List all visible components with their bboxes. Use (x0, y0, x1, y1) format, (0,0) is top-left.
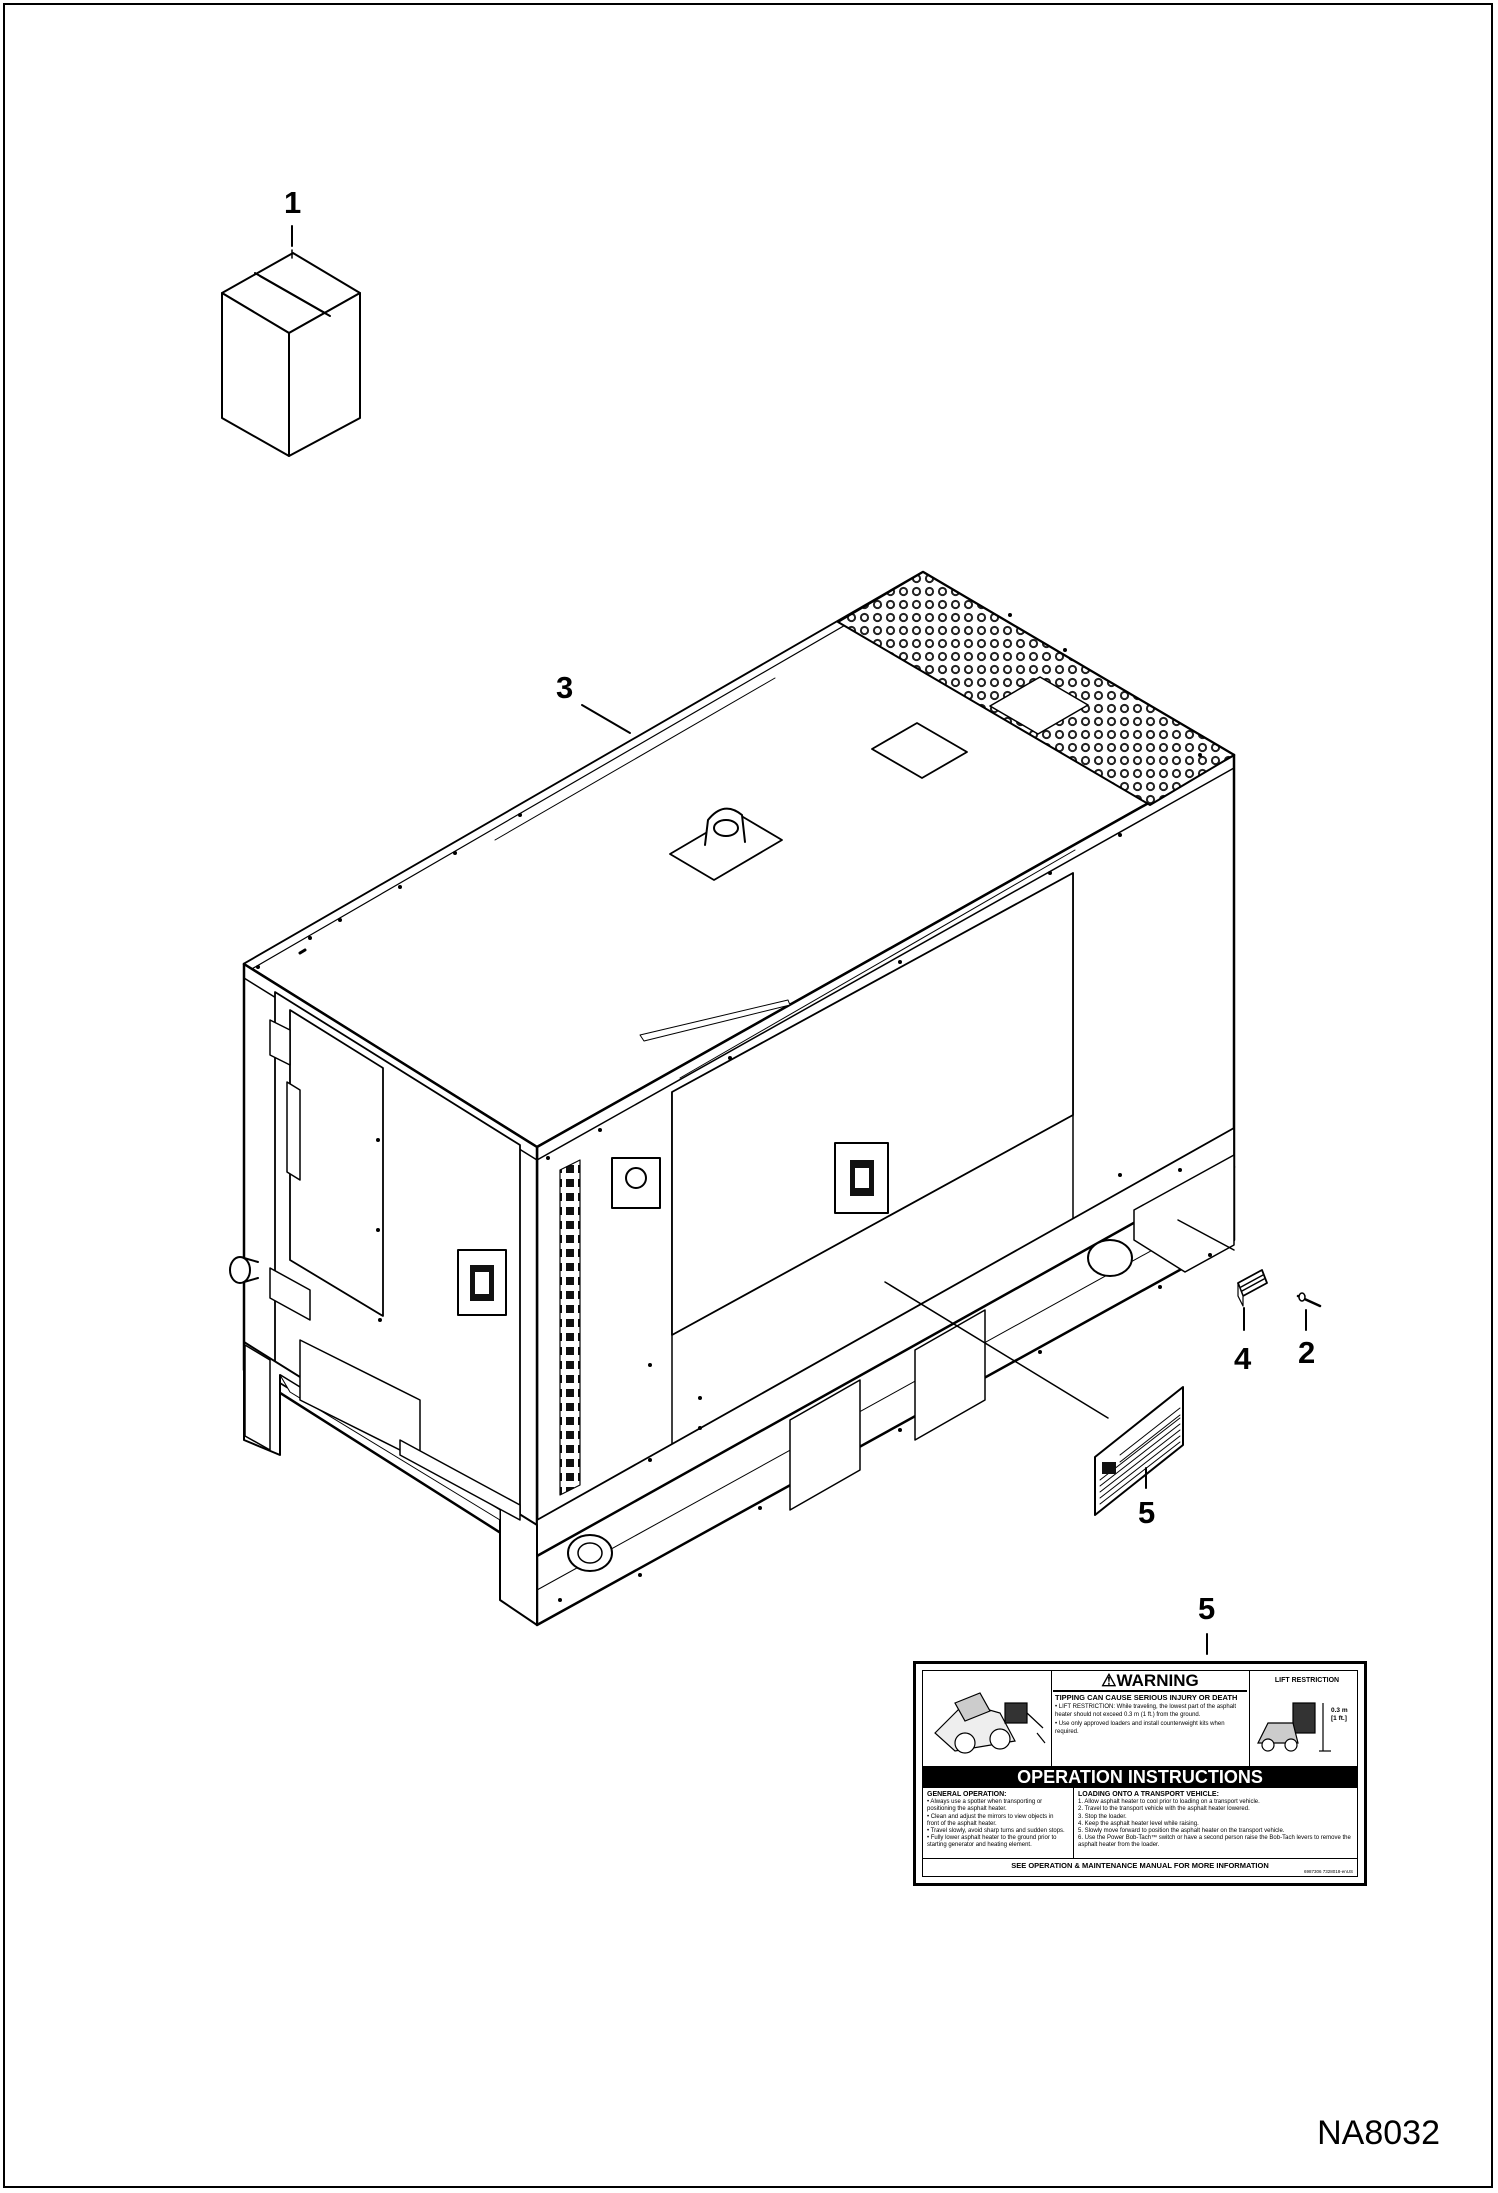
decal-loading-title: LOADING ONTO A TRANSPORT VEHICLE: (1078, 1791, 1219, 1798)
callout-1: 1 (284, 185, 302, 220)
leader-3 (581, 704, 631, 734)
decal-loading-item: 1. Allow asphalt heater to cool prior to… (1078, 1799, 1260, 1806)
decal-general-title: GENERAL OPERATION: (927, 1791, 1007, 1798)
part-5-decal-small (1094, 1386, 1184, 1516)
leader-5-on-unit (884, 1281, 1109, 1419)
decal-general-item: • Fully lower asphalt heater to the grou… (927, 1835, 1057, 1849)
decal-divider (1051, 1671, 1052, 1766)
decal-loading-column: LOADING ONTO A TRANSPORT VEHICLE: 1. All… (1078, 1791, 1358, 1850)
callout-2: 2 (1298, 1335, 1316, 1370)
decal-warning-title: WARNING (1116, 1671, 1199, 1690)
decal-general-item: • Travel slowly, avoid sharp turns and s… (927, 1828, 1065, 1835)
decal-lift-value: 0.3 m [1 ft.] (1331, 1707, 1348, 1722)
decal-detail: ⚠WARNING TIPPING CAN CAUSE SERIOUS INJUR… (913, 1661, 1367, 1886)
decal-general-column: GENERAL OPERATION: • Always use a spotte… (927, 1791, 1067, 1850)
decal-divider (923, 1858, 1357, 1859)
part-1-box (221, 249, 361, 457)
decal-divider (1249, 1671, 1250, 1766)
decal-warning-header: ⚠WARNING (1053, 1671, 1247, 1692)
callout-5b: 5 (1198, 1591, 1216, 1626)
callout-5a: 5 (1138, 1495, 1156, 1530)
decal-loading-item: 3. Stop the loader. (1078, 1813, 1127, 1820)
loader-tipping-pictogram (934, 1692, 1046, 1754)
decal-footer: SEE OPERATION & MAINTENANCE MANUAL FOR M… (1011, 1861, 1269, 1870)
decal-warning-item: • LIFT RESTRICTION: While traveling, the… (1055, 1704, 1237, 1718)
part-2-pin (1296, 1292, 1322, 1308)
decal-loading-item: 2. Travel to the transport vehicle with … (1078, 1806, 1250, 1813)
decal-divider (1073, 1788, 1074, 1858)
decal-general-item: • Clean and adjust the mirrors to view o… (927, 1813, 1054, 1827)
callout-4: 4 (1234, 1341, 1252, 1376)
lift-restriction-pictogram (1257, 1702, 1331, 1752)
leader-4-to-frame (1177, 1219, 1235, 1251)
decal-loading-item: 5. Slowly move forward to position the a… (1078, 1828, 1285, 1835)
decal-part-number: 6987306 7328018-enUS (1303, 1869, 1353, 1874)
part-3-enclosure (229, 570, 1236, 1627)
decal-operation-header: OPERATION INSTRUCTIONS (923, 1766, 1357, 1788)
decal-loading-item: 6. Use the Power Bob-Tach™ switch or hav… (1078, 1835, 1351, 1849)
decal-warning-item: • Use only approved loaders and install … (1055, 1721, 1225, 1735)
decal-warning-body: • LIFT RESTRICTION: While traveling, the… (1055, 1704, 1245, 1738)
decal-warning-subtitle: TIPPING CAN CAUSE SERIOUS INJURY OR DEAT… (1055, 1693, 1238, 1702)
part-4-plate (1237, 1269, 1268, 1307)
callout-3: 3 (556, 670, 574, 705)
figure-id: NA8032 (1317, 2114, 1440, 2152)
decal-general-item: • Always use a spotter when transporting… (927, 1799, 1043, 1813)
warning-triangle-icon: ⚠ (1101, 1671, 1117, 1690)
decal-lift-title: LIFT RESTRICTION (1274, 1677, 1340, 1684)
drawing-border (3, 3, 1493, 2188)
decal-loading-item: 4. Keep the asphalt heater level while r… (1078, 1820, 1199, 1827)
decal-inner: ⚠WARNING TIPPING CAN CAUSE SERIOUS INJUR… (922, 1670, 1358, 1877)
